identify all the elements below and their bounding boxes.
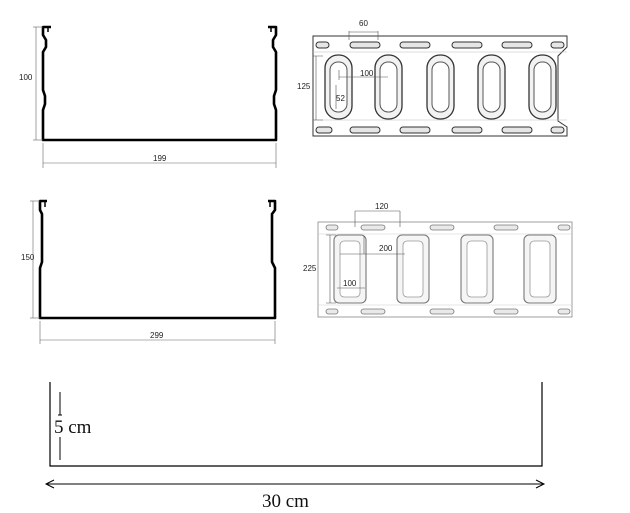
tray1-profile: 100 199	[19, 25, 278, 168]
tray1-strip-height-label: 125	[297, 82, 311, 91]
tray2-perforation: 120 200 225 100	[303, 202, 573, 318]
tray1-slot-width-label: 100	[360, 69, 374, 78]
tray3-width-label: 30 cm	[262, 491, 309, 512]
tray3-sketch: 5 cm 30 cm	[44, 382, 546, 512]
tray2-pitch-label: 120	[375, 202, 389, 211]
tray2-profile: 150 299	[21, 199, 277, 344]
tray2-slot-height-label: 200	[379, 244, 393, 253]
tray3-height-label: 5 cm	[54, 417, 92, 438]
tray1-slot-inner-label: 52	[336, 94, 345, 103]
tray2-height-label: 150	[21, 253, 35, 262]
tray1-height-label: 100	[19, 73, 33, 82]
tray2-strip-height-label: 225	[303, 264, 317, 273]
tray1-width-label: 199	[153, 154, 167, 163]
tray2-width-label: 299	[150, 331, 164, 340]
tray1-pitch-label: 60	[359, 19, 368, 28]
tray2-slot-width-label: 100	[343, 279, 357, 288]
tray1-perforation: 60 100 125 52	[297, 19, 568, 137]
